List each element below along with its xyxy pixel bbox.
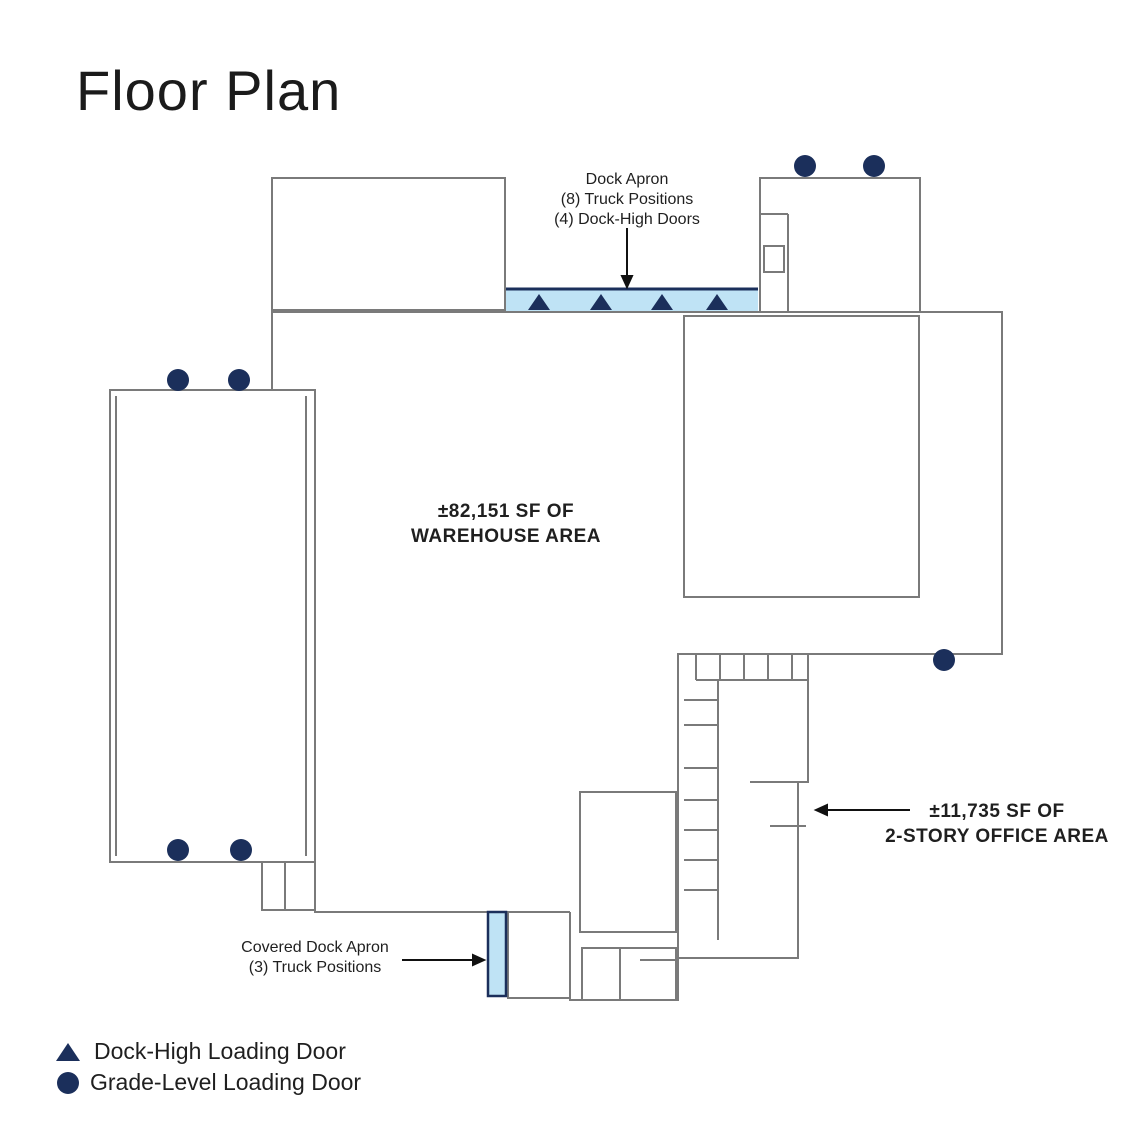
dock-apron-truck-positions: (8) Truck Positions bbox=[560, 191, 694, 208]
grade-level-door-marker bbox=[228, 369, 250, 391]
grade-level-door-marker bbox=[933, 649, 955, 671]
warehouse-area-label: ±82,151 SF OF WAREHOUSE AREA bbox=[386, 500, 626, 549]
top-left-building bbox=[271, 177, 506, 311]
grade-level-door-marker bbox=[794, 155, 816, 177]
page-title: Floor Plan bbox=[76, 59, 342, 122]
grade-level-door-marker bbox=[230, 839, 252, 861]
legend-grade-level: Grade-Level Loading Door bbox=[50, 1067, 361, 1098]
dock-apron-doors: (4) Dock-High Doors bbox=[554, 211, 700, 228]
covered-apron-truck-positions: (3) Truck Positions bbox=[248, 959, 382, 976]
legend-dock-high: Dock-High Loading Door bbox=[50, 1036, 361, 1067]
office-area-label: ±11,735 SF OF 2-STORY OFFICE AREA bbox=[862, 800, 1127, 849]
dock-high-doors bbox=[528, 294, 728, 310]
legend-grade-level-label: Grade-Level Loading Door bbox=[90, 1069, 362, 1095]
covered-apron-title: Covered Dock Apron bbox=[241, 939, 389, 956]
dock-apron-label: Dock Apron (8) Truck Positions (4) Dock-… bbox=[527, 170, 727, 230]
dock-apron-area bbox=[506, 289, 758, 311]
top-right-building bbox=[759, 177, 921, 311]
lower-office-room bbox=[579, 791, 677, 933]
office-area-name: 2-STORY OFFICE AREA bbox=[885, 825, 1109, 847]
triangle-icon bbox=[56, 1042, 80, 1061]
left-wing bbox=[109, 389, 316, 863]
circle-icon bbox=[57, 1071, 79, 1094]
grade-level-door-marker bbox=[863, 155, 885, 177]
grade-level-door-marker bbox=[167, 369, 189, 391]
office-wing bbox=[678, 653, 809, 959]
grade-level-doors bbox=[167, 155, 955, 861]
dock-apron-title: Dock Apron bbox=[585, 171, 669, 188]
covered-apron-label: Covered Dock Apron (3) Truck Positions bbox=[220, 938, 410, 978]
legend: Dock-High Loading Door Grade-Level Loadi… bbox=[50, 1036, 361, 1098]
warehouse-area-name: WAREHOUSE AREA bbox=[411, 525, 601, 547]
legend-dock-high-label: Dock-High Loading Door bbox=[94, 1038, 346, 1064]
warehouse-area-size: ±82,151 SF OF bbox=[437, 501, 575, 522]
dock-high-door-marker bbox=[590, 294, 612, 310]
covered-dock-apron-area bbox=[486, 910, 508, 998]
dock-high-door-marker bbox=[651, 294, 673, 310]
office-area-size: ±11,735 SF OF bbox=[929, 801, 1065, 822]
interior-block bbox=[683, 315, 920, 598]
dock-high-door-marker bbox=[528, 294, 550, 310]
dock-high-door-marker bbox=[706, 294, 728, 310]
grade-level-door-marker bbox=[167, 839, 189, 861]
